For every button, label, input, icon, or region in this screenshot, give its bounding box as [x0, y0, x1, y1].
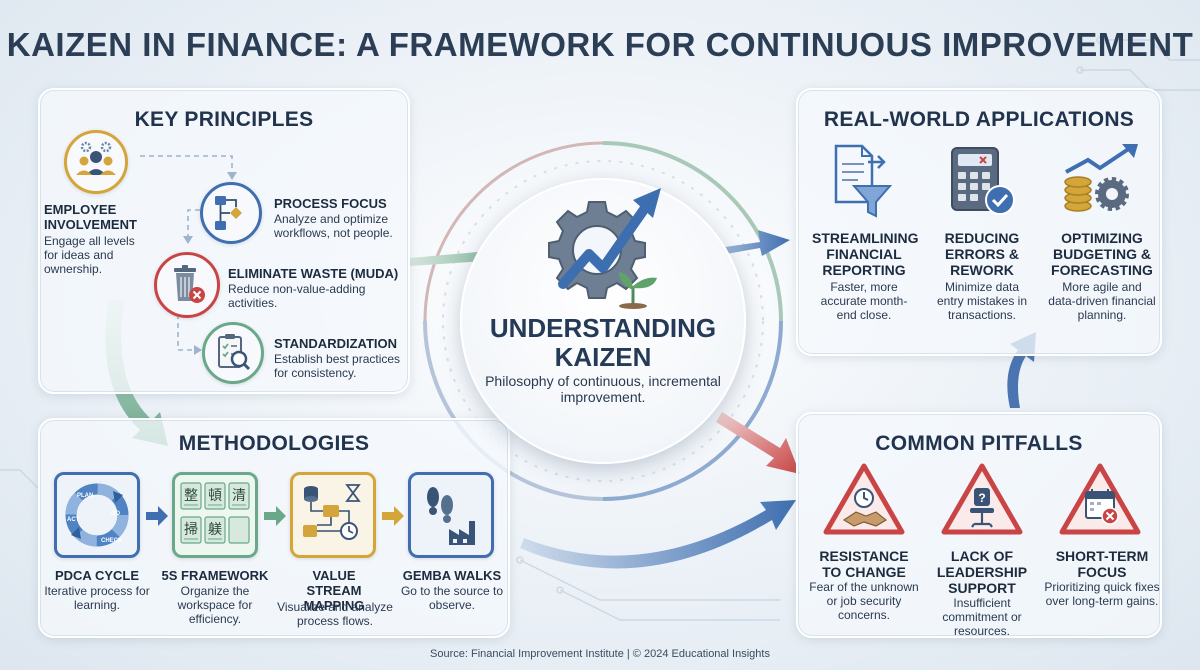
page-title: KAIZEN IN FINANCE: A FRAMEWORK FOR CONTI…	[6, 26, 1194, 63]
five-s-tile-5: 躾	[208, 522, 222, 538]
arrow-methodologies-to-pitfalls	[520, 500, 796, 569]
pdca-label-check: CHECK	[101, 538, 123, 544]
methodology-label-pdca: PDCA CYCLE	[54, 568, 140, 583]
arrow-center-to-pitfalls	[716, 412, 800, 474]
center-orbit-rings	[423, 141, 783, 501]
handshake-warning-icon	[823, 463, 905, 535]
principle-desc-process-focus: Analyze and optimize workflows, not peop…	[274, 212, 393, 240]
key-principles-panel: KEY PRINCIPLES EMPLOYEE INVOLVEMENT Enga…	[38, 88, 410, 394]
methodology-desc-5s: Organize the workspace for efficiency.	[177, 584, 253, 626]
calendar-warning-icon	[1059, 463, 1141, 535]
arrow-principles-to-center	[410, 240, 528, 268]
application-desc-errors: Minimize data entry mistakes in transact…	[936, 280, 1028, 322]
pitfall-label-leadership: LACK OF LEADERSHIP SUPPORT	[936, 548, 1028, 596]
source-footer: Source: Financial Improvement Institute …	[430, 648, 770, 660]
gear-growth-icon	[548, 188, 661, 309]
principle-desc-eliminate-waste: Reduce non-value-adding activities.	[228, 282, 366, 310]
pitfalls-panel: COMMON PITFALLS RESISTANCE TO CHANGE Fea…	[796, 412, 1162, 638]
methodology-desc-pdca: Iterative process for learning.	[44, 584, 150, 612]
principle-label-standardization: STANDARDIZATION	[274, 336, 398, 351]
application-desc-reporting: Faster, more accurate month-end close.	[820, 280, 908, 322]
applications-title: REAL-WORLD APPLICATIONS	[823, 108, 1135, 131]
methodologies-title: METHODOLOGIES	[178, 432, 370, 455]
application-label-budgeting: OPTIMIZING BUDGETING & FORECASTING	[1051, 230, 1153, 278]
pdca-label-do: DO	[111, 511, 120, 517]
footprints-factory-icon	[408, 472, 494, 558]
methodology-desc-value-stream: Visualize and analyze process flows.	[277, 600, 393, 628]
methodologies-panel: METHODOLOGIES PLAN DO CHECK ACT PDCA CYC…	[38, 418, 510, 638]
application-desc-budgeting: More agile and data-driven financial pla…	[1048, 280, 1156, 322]
flowchart-icon	[200, 182, 262, 244]
pitfall-desc-leadership: Insufficient commitment or resources.	[942, 596, 1022, 638]
key-principles-title: KEY PRINCIPLES	[134, 108, 314, 131]
five-s-icon: 整 頓 清 掃 躾	[172, 472, 258, 558]
circuit-lines	[0, 36, 1200, 621]
pitfalls-title: COMMON PITFALLS	[875, 432, 1083, 455]
application-label-reporting: STREAMLINING FINANCIAL REPORTING	[812, 230, 919, 278]
center-title: UNDERSTANDING KAIZEN	[489, 313, 717, 372]
application-label-errors: REDUCING ERRORS & REWORK	[944, 230, 1020, 278]
center-description: Philosophy of continuous, incremental im…	[485, 373, 721, 405]
applications-panel: REAL-WORLD APPLICATIONS STREAMLINING FIN…	[796, 88, 1162, 356]
methodology-desc-gemba: Go to the source to observe.	[400, 584, 504, 612]
pdca-label-act: ACT	[67, 517, 80, 523]
report-funnel-icon	[834, 144, 893, 218]
five-s-tile-4: 掃	[184, 521, 198, 538]
svg-text:?: ?	[978, 491, 985, 505]
methodology-label-5s: 5S FRAMEWORK	[161, 568, 269, 583]
principle-desc-standardization: Establish best practices for consistency…	[274, 352, 401, 380]
calculator-check-icon	[951, 147, 1015, 215]
methodology-label-value-stream: VALUE STREAM MAPPING	[303, 568, 365, 613]
principle-label-employee-involvement: EMPLOYEE INVOLVEMENT	[44, 202, 137, 232]
principle-label-eliminate-waste: ELIMINATE WASTE (MUDA)	[228, 266, 399, 281]
principles-connectors	[140, 155, 237, 355]
pdca-label-plan: PLAN	[77, 493, 93, 499]
coins-growth-icon	[1064, 144, 1138, 212]
pitfall-label-resistance: RESISTANCE TO CHANGE	[819, 548, 909, 580]
methodology-label-gemba: GEMBA WALKS	[402, 568, 502, 583]
five-s-tile-1: 整	[184, 488, 198, 504]
checklist-magnifier-icon	[202, 322, 264, 384]
pitfall-desc-resistance: Fear of the unknown or job security conc…	[809, 580, 919, 622]
pitfall-desc-short-term: Prioritizing quick fixes over long-term …	[1044, 580, 1160, 608]
principle-desc-employee-involvement: Engage all levels for ideas and ownershi…	[44, 234, 135, 276]
pitfall-label-short-term: SHORT-TERM FOCUS	[1055, 548, 1149, 580]
five-s-tile-2: 頓	[208, 488, 222, 504]
cycle-icon: PLAN DO CHECK ACT	[54, 472, 140, 558]
value-stream-icon	[290, 472, 376, 558]
empty-chair-warning-icon: ?	[941, 463, 1023, 535]
methodology-arrows	[146, 506, 404, 526]
team-gears-icon	[64, 130, 128, 194]
principle-label-process-focus: PROCESS FOCUS	[274, 196, 387, 211]
trash-icon	[154, 252, 220, 318]
five-s-tile-3: 清	[232, 488, 246, 504]
